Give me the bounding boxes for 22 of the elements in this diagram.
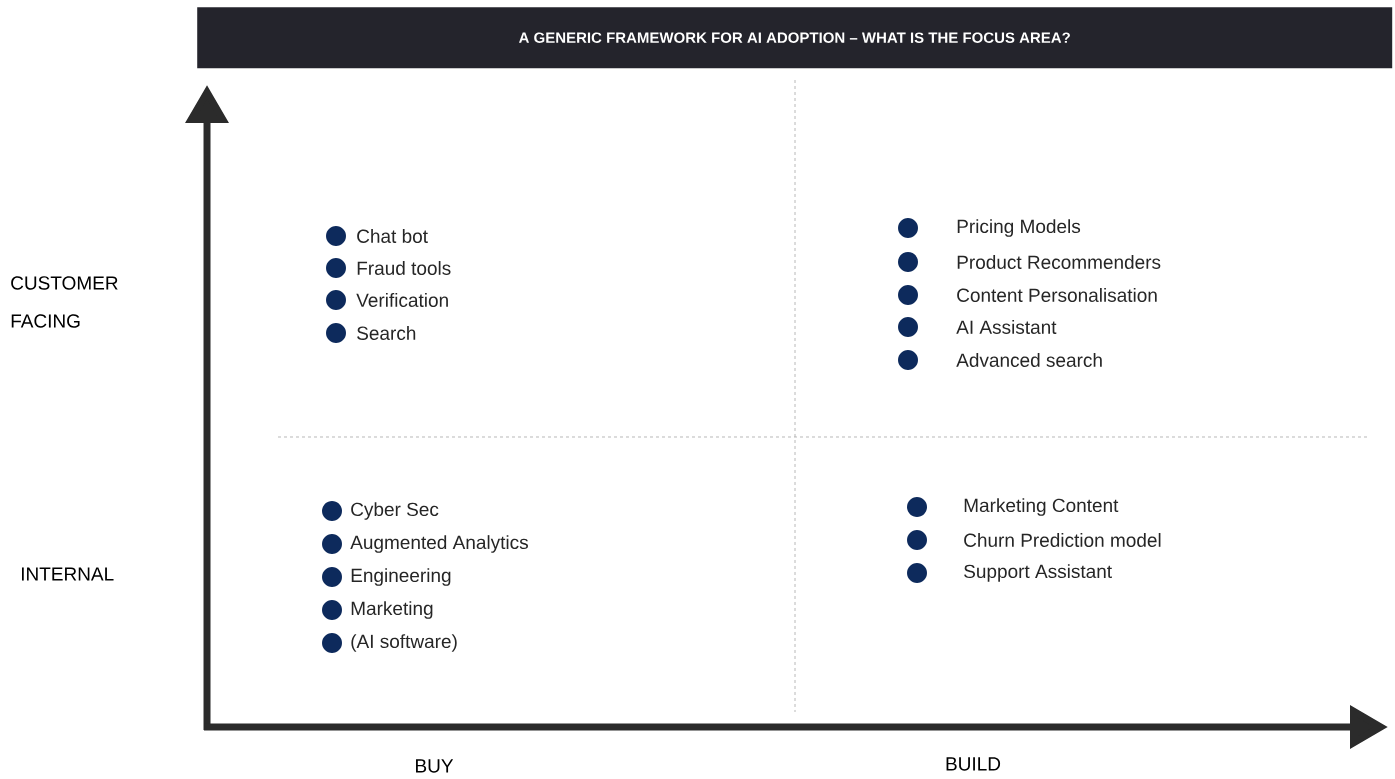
axis-label: BUILD	[946, 757, 1001, 771]
list-item: Cyber Sec	[322, 501, 439, 521]
list-item: Churn Prediction model	[907, 530, 1161, 550]
list-item: Support Assistant	[907, 563, 1112, 583]
list-item: Engineering	[322, 567, 451, 587]
list-item: Advanced search	[898, 350, 1102, 370]
list-item: Marketing	[322, 600, 433, 620]
axis-label: INTERNAL	[21, 567, 114, 581]
axis-label: BUY	[416, 759, 454, 773]
list-item: Search	[326, 323, 416, 343]
list-item: AI Assistant	[898, 317, 1057, 337]
axis-label: CUSTOMER FACING	[11, 276, 118, 328]
list-item: Pricing Models	[898, 218, 1081, 238]
list-item: Marketing Content	[907, 497, 1119, 517]
list-item: Chat bot	[326, 226, 428, 246]
title-banner: A GENERIC FRAMEWORK FOR AI ADOPTION – WHAT IS THE FOCUS AREA?	[197, 7, 1393, 69]
list-item: Verification	[326, 290, 448, 310]
list-item: (AI software)	[322, 633, 457, 653]
list-item: Product Recommenders	[898, 252, 1161, 272]
list-item: Fraud tools	[326, 258, 451, 278]
list-item: Content Personalisation	[898, 285, 1157, 305]
list-item: Augmented Analytics	[322, 534, 528, 554]
